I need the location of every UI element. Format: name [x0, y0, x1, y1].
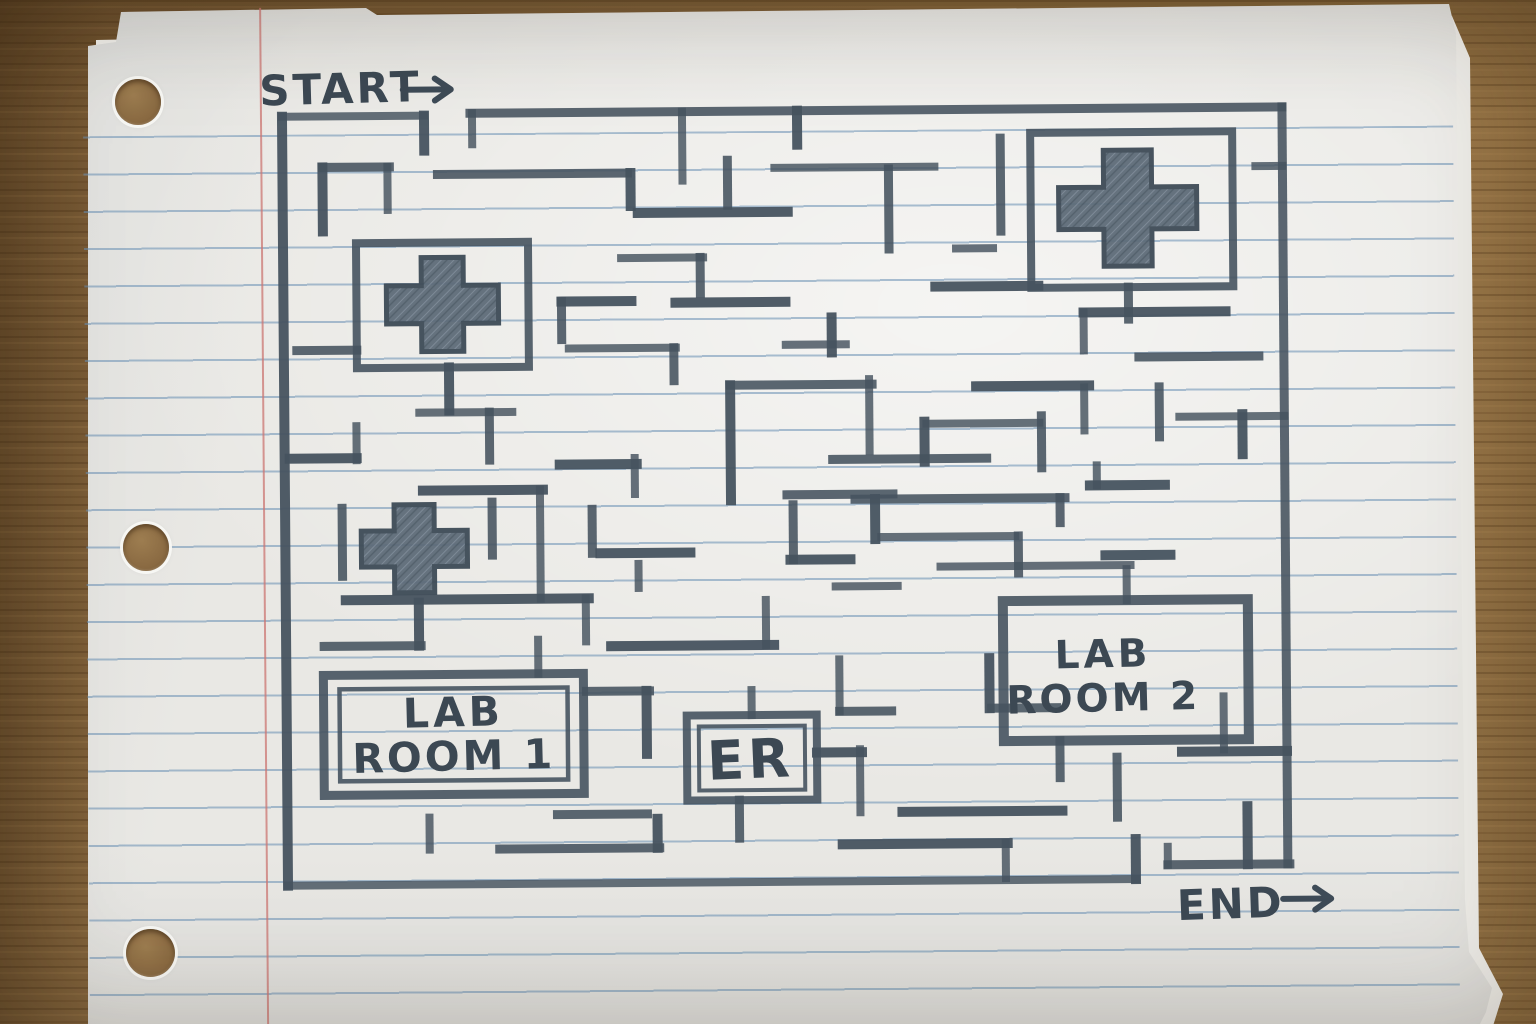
maze-wall-segment	[930, 280, 1044, 292]
maze-wall-segment	[554, 458, 642, 470]
maze-wall-segment	[936, 561, 1135, 571]
lab-room-1-label-line2: ROOM 1	[352, 730, 556, 783]
punch-hole-top	[115, 79, 161, 125]
maze-wall-segment	[670, 296, 791, 308]
maze-wall-segment	[897, 805, 1068, 817]
maze-wall-segment	[317, 162, 394, 172]
end-label: END	[1176, 878, 1285, 931]
medical-cross-icons	[358, 147, 1200, 596]
maze-wall-segment	[971, 380, 1095, 392]
punch-hole-middle	[123, 524, 169, 571]
maze-wall-segment	[1084, 479, 1170, 491]
maze-wall-segment	[1175, 411, 1289, 421]
maze-wall-segment	[417, 484, 548, 496]
maze-wall-segment	[922, 418, 1044, 428]
maze-wall-segment	[284, 453, 362, 464]
lab-room-1-inner	[337, 685, 571, 784]
maze-wall-segment	[319, 641, 426, 651]
maze-wall-segment	[770, 162, 939, 172]
lab-room-1-outer	[318, 668, 589, 800]
maze-wall-segment	[495, 843, 665, 854]
maze-wall-segment	[317, 162, 328, 237]
maze-wall-segment	[883, 164, 894, 254]
maze-labels: START END LAB ROOM 1 ER LAB ROOM 2	[259, 62, 1286, 931]
maze-wall-segment	[1100, 549, 1176, 561]
er-label: ER	[706, 726, 795, 793]
maze-wall-segment	[725, 380, 737, 506]
maze-wall-segment	[828, 453, 992, 464]
medical-cross-icon	[383, 254, 502, 355]
maze-wall-segment	[850, 493, 1070, 504]
maze-wall-segment	[432, 168, 632, 180]
maze-wall-segment	[415, 407, 517, 417]
lab-room-2-label-line1: LAB	[1054, 631, 1152, 678]
maze-wall-segment	[552, 809, 652, 820]
maze-wall-segment	[837, 838, 1013, 850]
maze-wall-segment	[276, 111, 294, 891]
end-arrow-head	[1312, 884, 1335, 913]
maze-wall-segment	[564, 343, 680, 353]
maze-wall-segment	[340, 593, 594, 606]
route-arrows	[399, 75, 1335, 913]
maze-wall-segment	[865, 375, 874, 456]
maze-wall-segment	[277, 111, 429, 121]
maze-wall-segment	[1078, 306, 1231, 318]
maze-wall-segment	[337, 503, 348, 581]
maze-wall-segment	[877, 531, 1020, 542]
start-arrow-head	[431, 75, 454, 104]
medical-cross-icon	[358, 502, 471, 596]
cross-box-right	[1026, 127, 1238, 292]
maze-boxes	[318, 127, 1254, 805]
maze-wall-segment	[556, 295, 637, 307]
maze-wall-segment	[595, 547, 696, 559]
start-label: START	[259, 62, 423, 116]
maze-wall-segment	[1163, 859, 1295, 870]
punch-hole-bottom	[126, 929, 175, 977]
lab-room-1-label-line1: LAB	[402, 687, 504, 738]
maze-wall-segment	[465, 102, 1287, 118]
lab-room-2-label-line2: ROOM 2	[1006, 674, 1201, 724]
maze-wall-segment	[535, 485, 545, 603]
maze-wall-segment	[725, 379, 877, 390]
maze-wall-segment	[283, 875, 1141, 890]
medical-cross-icon	[1056, 147, 1200, 269]
er-outer	[682, 710, 822, 805]
lab-room-2	[997, 594, 1254, 747]
cross-box-left	[351, 237, 533, 373]
maze-wall-segment	[677, 107, 687, 185]
maze-wall-segment	[1277, 102, 1293, 869]
maze-wall-segment	[1176, 745, 1293, 757]
maze-wall-segment	[632, 206, 793, 218]
maze-wall-segment	[606, 639, 780, 652]
er-inner	[696, 723, 808, 793]
maze-wall-segment	[1134, 351, 1264, 362]
maze-wall-segment	[995, 133, 1006, 236]
maze-wall-segment	[617, 253, 708, 263]
